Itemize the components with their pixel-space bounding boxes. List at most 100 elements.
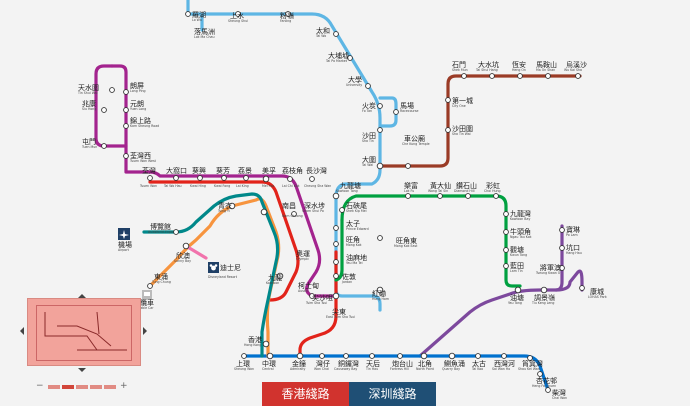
shenzhen-lines-tab[interactable]: 深圳綫路 xyxy=(349,382,436,406)
svg-text:Tai Wo Hau: Tai Wo Hau xyxy=(163,184,182,188)
zoom-control[interactable]: − + xyxy=(36,381,128,391)
label-kowloon: 九龍 xyxy=(268,273,282,282)
svg-text:Sha Tin Wai: Sha Tin Wai xyxy=(452,132,471,136)
svg-text:Sham Shui Po: Sham Shui Po xyxy=(302,209,324,213)
svg-text:Racecourse: Racecourse xyxy=(400,109,419,113)
zoom-level-5[interactable] xyxy=(104,385,116,389)
svg-text:Fanling: Fanling xyxy=(280,19,291,23)
label-jordan: 佐敦 xyxy=(342,272,356,281)
label-tung-chung: 東涌 xyxy=(154,272,168,281)
cable-car-icon xyxy=(142,290,152,299)
label-sunny-bay: 欣澳 xyxy=(176,251,190,260)
island-line xyxy=(242,354,550,392)
label-lam-tin: 藍田 xyxy=(510,261,524,270)
label-choi-hung: 彩虹 xyxy=(486,181,500,190)
zoom-level-2[interactable] xyxy=(62,385,74,389)
label-austin: 柯士甸 xyxy=(298,281,319,290)
label-wu-kai-sha: 烏溪沙 xyxy=(566,60,587,69)
svg-text:North Point: North Point xyxy=(416,367,435,371)
label-hang-hau: 坑口 xyxy=(566,243,580,252)
label-tai-wo-hau: 大窩口 xyxy=(166,166,187,175)
svg-text:Che Kung Temple: Che Kung Temple xyxy=(402,142,430,146)
svg-text:Choi Hung: Choi Hung xyxy=(484,189,501,193)
svg-text:Sai Wan Ho: Sai Wan Ho xyxy=(492,367,510,371)
label-admiralty: 金鐘 xyxy=(292,359,306,368)
tsuen-wan-line xyxy=(148,180,300,302)
label-lai-king: 荔景 xyxy=(238,166,252,175)
svg-text:Kowloon: Kowloon xyxy=(266,281,279,285)
label-tai-wai: 大圍 xyxy=(362,155,376,164)
svg-text:University: University xyxy=(346,83,362,87)
svg-text:Tuen Mun: Tuen Mun xyxy=(81,145,97,149)
label-fortress-hill: 炮台山 xyxy=(392,359,413,368)
svg-text:Disneyland Resort: Disneyland Resort xyxy=(208,275,238,279)
label-mei-foo: 美孚 xyxy=(262,166,276,175)
svg-text:Heng On: Heng On xyxy=(512,68,526,72)
label-heng-fa-chuen: 杏花邨 xyxy=(536,376,557,385)
svg-text:Lai Chi Kok: Lai Chi Kok xyxy=(282,184,300,188)
zoom-in-button[interactable]: + xyxy=(120,381,128,391)
svg-text:Chai Wan: Chai Wan xyxy=(552,396,567,400)
label-yau-ma-tei: 油麻地 xyxy=(346,253,367,262)
hong-kong-lines-tab[interactable]: 香港綫路 xyxy=(262,382,349,406)
pan-right-icon[interactable] xyxy=(143,327,147,335)
svg-text:Tseung Kwan O: Tseung Kwan O xyxy=(535,271,561,275)
svg-text:Heng Fa Chuen: Heng Fa Chuen xyxy=(532,384,556,388)
svg-text:Wan Chai: Wan Chai xyxy=(314,367,329,371)
svg-text:Sheung Wan: Sheung Wan xyxy=(234,367,254,371)
svg-text:Fo Tan: Fo Tan xyxy=(362,109,372,113)
zoom-level-4[interactable] xyxy=(90,385,102,389)
pan-down-icon[interactable] xyxy=(78,368,86,372)
label-tiu-keng-leng: 調景嶺 xyxy=(534,293,555,302)
svg-text:Cheung Sha Wan: Cheung Sha Wan xyxy=(304,184,331,188)
pan-up-icon[interactable] xyxy=(78,294,86,298)
label-wong-tai-sin: 黃大仙 xyxy=(430,181,451,190)
svg-text:Tsuen Wan: Tsuen Wan xyxy=(139,184,157,188)
svg-text:Long Ping: Long Ping xyxy=(130,89,146,93)
zoom-out-button[interactable]: − xyxy=(36,381,44,391)
label-kowloon-bay: 九龍灣 xyxy=(510,209,531,218)
label-kwun-tong: 觀塘 xyxy=(510,245,524,254)
svg-text:Kwun Tong: Kwun Tong xyxy=(510,253,527,257)
label-tsim-sha-tsui: 尖沙咀 xyxy=(312,293,333,302)
label-tai-wo: 太和 xyxy=(316,26,330,35)
label-tseung-kwan-o: 將軍澳 xyxy=(540,263,561,272)
label-racecourse: 馬場 xyxy=(400,101,414,110)
label-tin-hau: 天后 xyxy=(366,359,380,368)
zoom-level-3[interactable] xyxy=(76,385,88,389)
svg-text:Kwai Fong: Kwai Fong xyxy=(214,184,230,188)
pan-left-icon[interactable] xyxy=(20,327,24,335)
svg-text:Lok Fu: Lok Fu xyxy=(404,189,414,193)
svg-text:Nam Cheong: Nam Cheong xyxy=(282,214,303,218)
label-lok-ma-chau: 落馬洲 xyxy=(194,27,215,36)
svg-text:Lok Ma Chau: Lok Ma Chau xyxy=(194,35,214,39)
label-yau-tong: 油塘 xyxy=(510,293,524,302)
label-hong-kong: 香港 xyxy=(248,335,262,344)
label-cheung-sha-wan: 長沙灣 xyxy=(306,166,327,175)
minimap-viewport[interactable] xyxy=(36,305,132,361)
svg-text:Tai Koo: Tai Koo xyxy=(471,367,483,371)
svg-text:Fortress Hill: Fortress Hill xyxy=(390,367,409,371)
zoom-level-1[interactable] xyxy=(48,385,60,389)
label-wan-chai: 灣仔 xyxy=(316,359,330,368)
svg-text:Wu Kai Sha: Wu Kai Sha xyxy=(564,68,582,72)
svg-text:Prince Edward: Prince Edward xyxy=(346,227,369,231)
label-kowloon-tong: 九龍塘 xyxy=(340,181,361,190)
label-olympic: 奧運 xyxy=(296,249,310,258)
label-cable-car: 纜車 xyxy=(140,298,154,307)
label-mong-kok: 旺角 xyxy=(346,235,360,244)
label-po-lam: 寶琳 xyxy=(566,225,580,234)
disneyland-icon xyxy=(208,262,219,273)
kwun-tong-line xyxy=(340,194,522,288)
label-university: 大學 xyxy=(348,75,362,84)
label-lok-fu: 樂富 xyxy=(404,181,418,190)
svg-text:Yau Ma Tei: Yau Ma Tei xyxy=(346,261,363,265)
label-north-point: 北角 xyxy=(418,359,432,368)
label-shek-mun: 石門 xyxy=(452,61,466,69)
label-ngau-tau-kok: 牛頭角 xyxy=(510,227,531,236)
label-tsuen-wan-west: 荃灣西 xyxy=(130,151,151,160)
svg-text:Tai Po Market: Tai Po Market xyxy=(325,59,348,63)
minimap[interactable] xyxy=(27,298,141,366)
label-long-ping: 朗屏 xyxy=(130,81,144,90)
